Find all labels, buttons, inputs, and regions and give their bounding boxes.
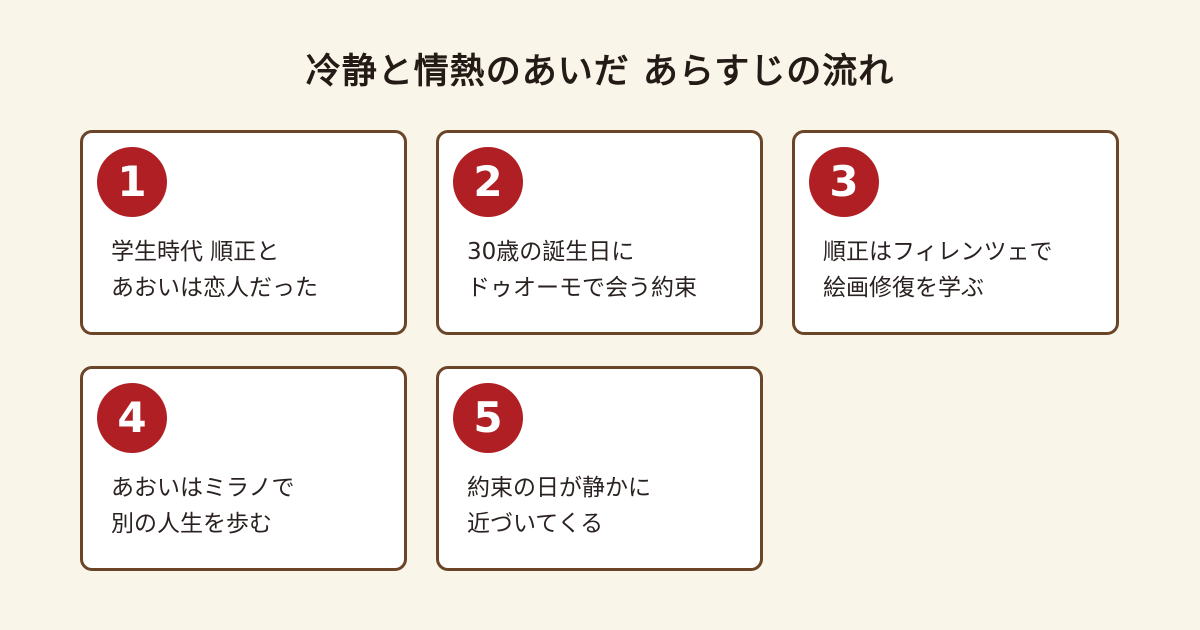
- step-description: 約束の日が静かに 近づいてくる: [467, 470, 746, 542]
- step-card-2: 2 30歳の誕生日に ドゥオーモで会う約束: [436, 130, 763, 335]
- step-card-1: 1 学生時代 順正と あおいは恋人だった: [80, 130, 407, 335]
- step-line: あおいは恋人だった: [111, 275, 318, 301]
- step-line: あおいはミラノで: [111, 475, 295, 501]
- step-description: 順正はフィレンツェで 絵画修復を学ぶ: [823, 234, 1102, 306]
- page-title: 冷静と情熱のあいだ あらすじの流れ: [305, 52, 895, 92]
- step-line: 絵画修復を学ぶ: [823, 275, 984, 301]
- step-description: 学生時代 順正と あおいは恋人だった: [111, 234, 390, 306]
- step-number-badge: 5: [453, 383, 523, 453]
- step-description: あおいはミラノで 別の人生を歩む: [111, 470, 390, 542]
- step-card-5: 5 約束の日が静かに 近づいてくる: [436, 366, 763, 571]
- step-card-3: 3 順正はフィレンツェで 絵画修復を学ぶ: [792, 130, 1119, 335]
- step-line: 順正はフィレンツェで: [823, 239, 1053, 265]
- step-line: 別の人生を歩む: [111, 511, 272, 537]
- step-number-badge: 4: [97, 383, 167, 453]
- story-flow-grid: 1 学生時代 順正と あおいは恋人だった 2 30歳の誕生日に ドゥオーモで会う…: [80, 130, 1120, 571]
- step-number-badge: 2: [453, 147, 523, 217]
- step-line: 約束の日が静かに: [467, 475, 651, 501]
- step-number-badge: 1: [97, 147, 167, 217]
- step-line: ドゥオーモで会う約束: [467, 275, 697, 301]
- step-line: 近づいてくる: [467, 511, 604, 537]
- step-line: 30歳の誕生日に: [467, 239, 635, 265]
- step-number-badge: 3: [809, 147, 879, 217]
- step-description: 30歳の誕生日に ドゥオーモで会う約束: [467, 234, 746, 306]
- step-line: 学生時代 順正と: [111, 239, 280, 265]
- step-card-4: 4 あおいはミラノで 別の人生を歩む: [80, 366, 407, 571]
